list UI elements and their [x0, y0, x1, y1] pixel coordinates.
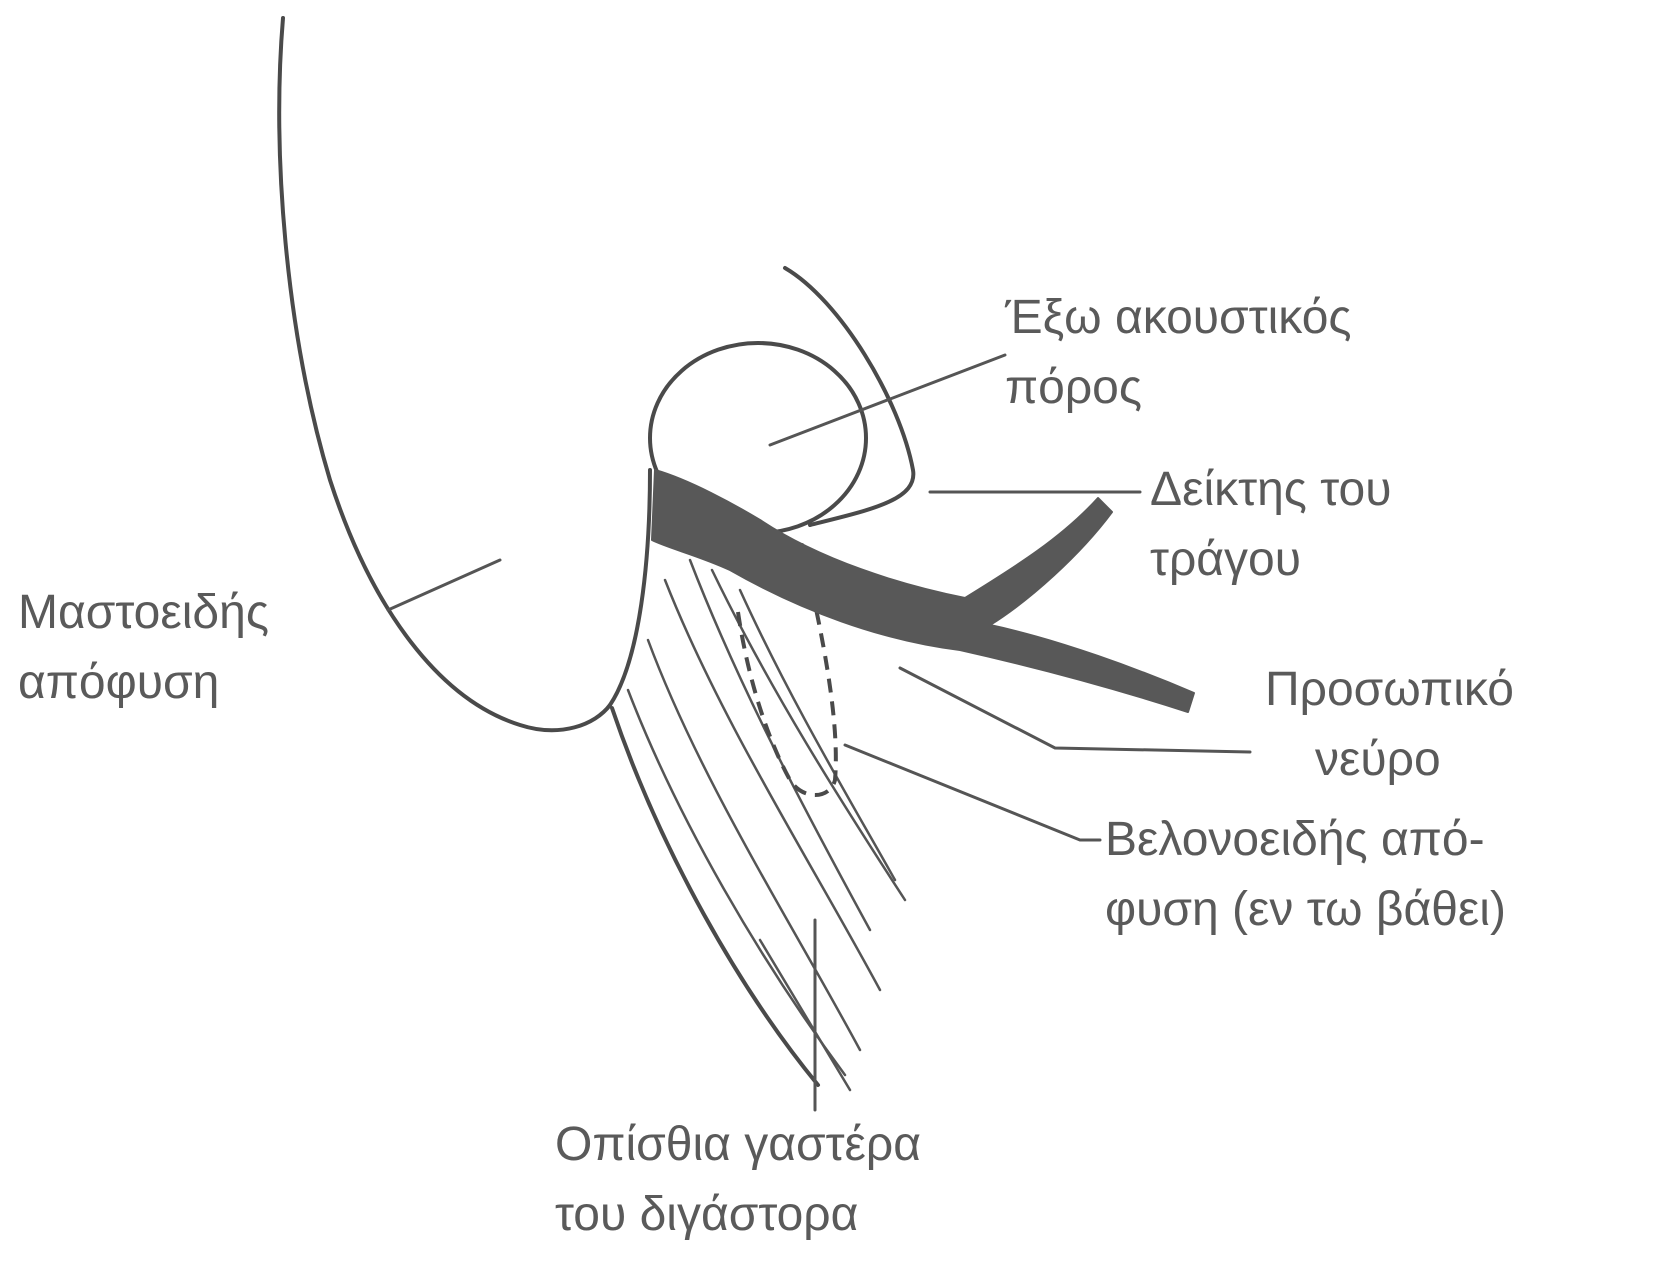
label-line: απόφυση	[18, 648, 269, 718]
label-line: τράγου	[1150, 525, 1391, 595]
leader-styloid-process	[845, 745, 1100, 840]
label-line: Έξω ακουστικός	[1005, 283, 1352, 353]
leader-facial-nerve	[900, 668, 1250, 752]
label-tragal-pointer: Δείκτης του τράγου	[1150, 455, 1391, 595]
label-line: φυση (εν τω βάθει)	[1105, 875, 1506, 945]
label-styloid-process: Βελονοειδής από- φυση (εν τω βάθει)	[1105, 805, 1506, 945]
mastoid-process-shape	[610, 470, 650, 705]
digastric-muscle-fibers	[612, 560, 905, 1090]
label-mastoid-process: Μαστοειδής απόφυση	[18, 578, 269, 718]
facial-nerve-shape	[652, 470, 1194, 712]
label-line: πόρος	[1005, 353, 1352, 423]
label-line: Οπίσθια γαστέρα	[555, 1110, 921, 1180]
label-digastric: Οπίσθια γαστέρα του διγάστορα	[555, 1110, 921, 1250]
label-line: νεύρο	[1265, 725, 1514, 795]
label-line: του διγάστορα	[555, 1180, 921, 1250]
leader-mastoid-process	[388, 560, 500, 610]
label-external-auditory-canal: Έξω ακουστικός πόρος	[1005, 283, 1352, 423]
label-line: Δείκτης του	[1150, 455, 1391, 525]
label-line: Μαστοειδής	[18, 578, 269, 648]
head-outline	[279, 18, 610, 730]
leader-external-auditory-canal	[770, 355, 1005, 445]
label-line: Προσωπικό	[1265, 655, 1514, 725]
label-facial-nerve: Προσωπικό νεύρο	[1265, 655, 1514, 795]
label-line: Βελονοειδής από-	[1105, 805, 1506, 875]
